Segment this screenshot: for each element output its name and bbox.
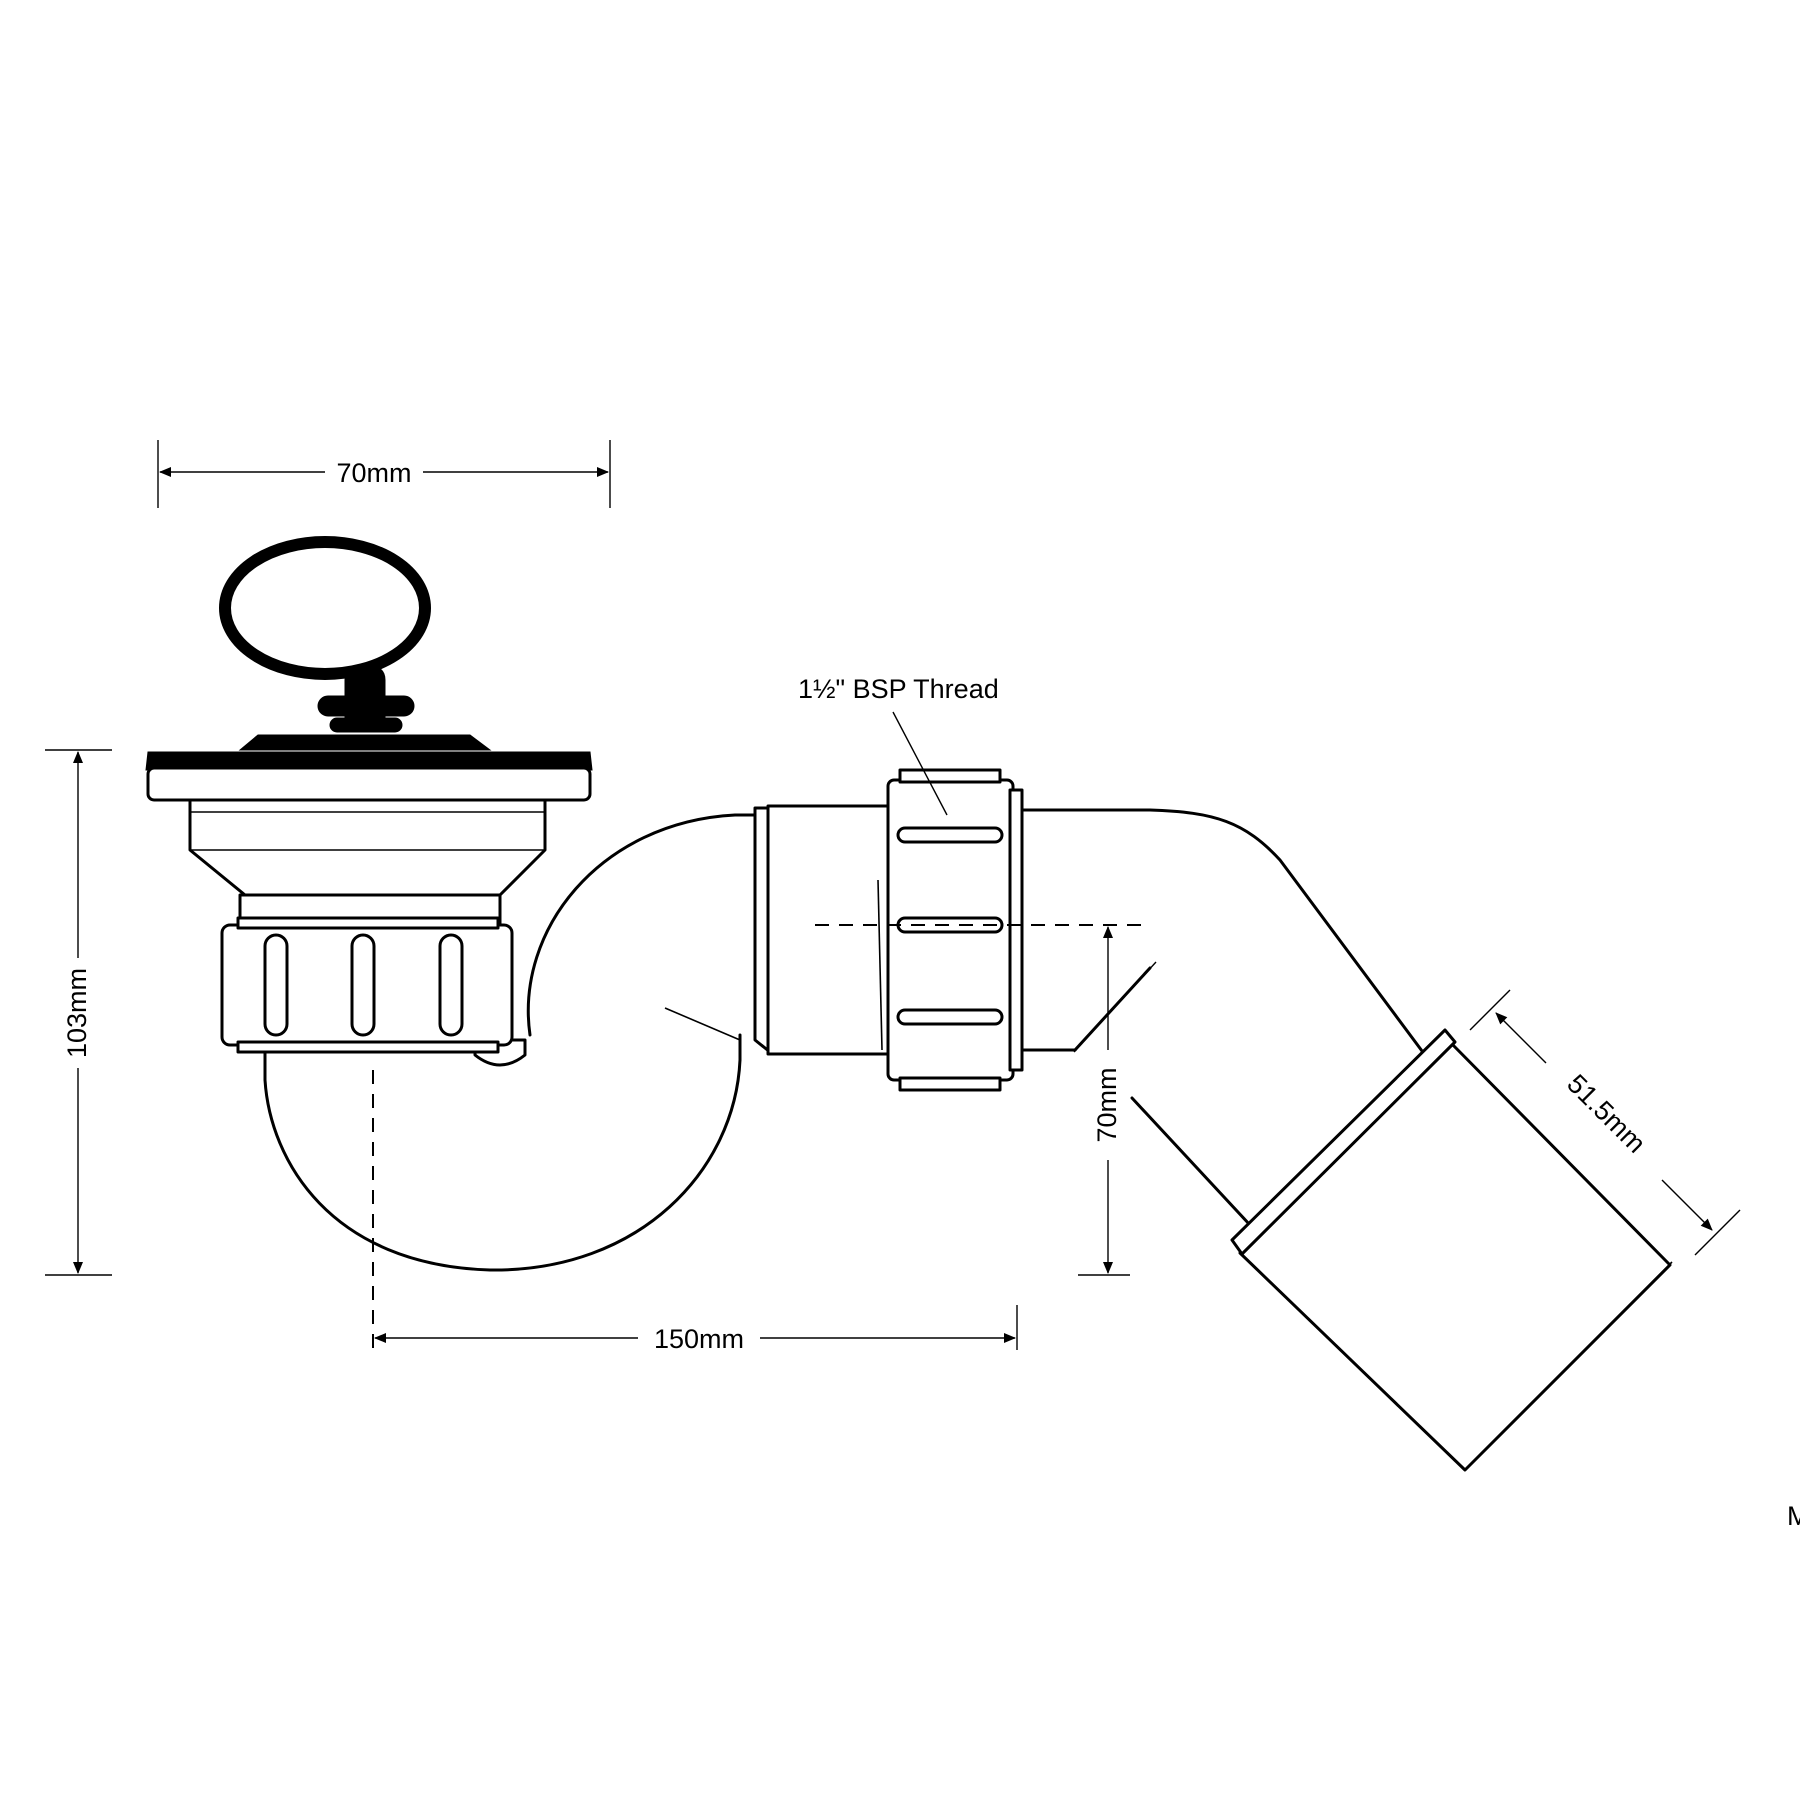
- union-grip-1: [896, 826, 1004, 844]
- callout-thread-label: 1½" BSP Thread: [798, 674, 999, 704]
- dim-horizontal-offset: 150mm: [374, 1305, 1018, 1354]
- dim-outlet-diameter-label: 51.5mm: [1561, 1069, 1651, 1159]
- nut-grip-1: [263, 933, 289, 1037]
- plug-stopper-top: [238, 734, 492, 751]
- waste-flange: [145, 751, 593, 927]
- dim-overall-height: 103mm: [45, 749, 112, 1276]
- callout-thread: 1½" BSP Thread: [798, 674, 999, 816]
- union-grip-3: [896, 1008, 1004, 1026]
- trap-bend-outer: [263, 1033, 742, 1272]
- outlet-flange: [1230, 1028, 1457, 1256]
- trap-bend: [263, 813, 762, 1272]
- waste-body: [188, 798, 547, 897]
- plug-knob-collar: [317, 695, 415, 717]
- flange-rim: [146, 766, 592, 802]
- dim-horizontal-offset-label: 150mm: [654, 1324, 744, 1354]
- dim-outlet-height-label: 70mm: [1092, 1067, 1122, 1142]
- nut-grip-2: [350, 933, 376, 1037]
- plug-ring: [219, 536, 431, 680]
- left-cap-nut: [220, 916, 514, 1054]
- dim-outlet-height: 70mm: [1073, 926, 1249, 1276]
- plug-assembly: [219, 536, 492, 751]
- elbow-upper-edge: [1020, 808, 1427, 1057]
- dim-plug-width: 70mm: [157, 440, 611, 508]
- plug-knob-collar-lower: [329, 717, 403, 733]
- outlet-connector: [753, 768, 1024, 1092]
- trap-bend-inner: [526, 813, 762, 1037]
- connector-sleeve: [766, 804, 890, 1056]
- nut-grip-3: [438, 933, 464, 1037]
- flange-top: [145, 751, 593, 771]
- corner-glyph: M: [1787, 1501, 1800, 1531]
- dim-plug-width-label: 70mm: [336, 458, 411, 488]
- dim-overall-height-label: 103mm: [62, 968, 92, 1058]
